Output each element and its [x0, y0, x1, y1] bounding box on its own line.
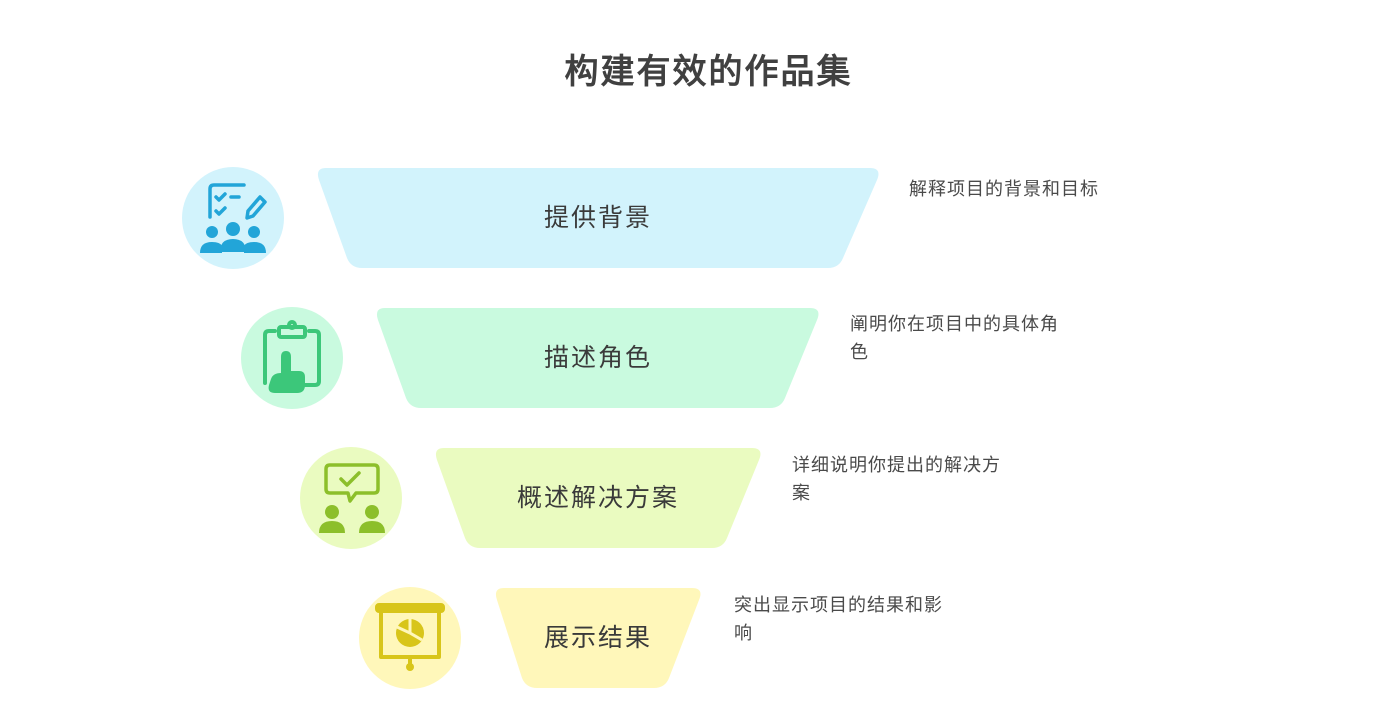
funnel-stage-3-shape	[435, 448, 761, 548]
stage-3-label: 概述解决方案	[516, 483, 679, 512]
clipboard-hand-icon	[263, 320, 321, 393]
stage-1-icon-circle	[182, 167, 284, 269]
stage-2-icon-circle	[241, 307, 343, 409]
funnel-stage-4-shape	[495, 588, 701, 688]
stage-2-description: 阐明你在项目中的具体角色	[850, 314, 1059, 363]
stage-4-icon-circle	[359, 587, 461, 689]
stage-1-label: 提供背景	[543, 203, 652, 232]
team-checklist-icon	[200, 183, 267, 253]
stage-4-description: 突出显示项目的结果和影响	[734, 595, 943, 644]
stage-4-label: 展示结果	[543, 623, 652, 652]
stage-3-description: 详细说明你提出的解决方案	[792, 455, 1001, 504]
discussion-check-icon	[319, 463, 385, 533]
stage-1-description: 解释项目的背景和目标	[909, 179, 1099, 200]
stage-2-label: 描述角色	[543, 343, 652, 372]
stage-3-icon-circle	[300, 447, 402, 549]
diagram-title: 构建有效的作品集	[564, 52, 853, 92]
funnel-stage-1-shape	[317, 168, 879, 268]
presentation-chart-icon	[375, 603, 445, 671]
funnel-stage-2-shape	[376, 308, 819, 408]
